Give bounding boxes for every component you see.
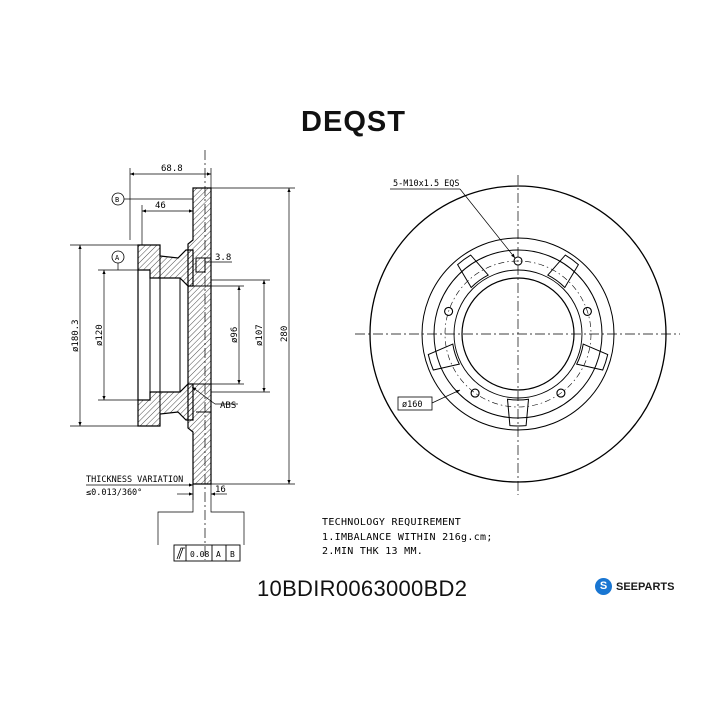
bolt-hole — [444, 306, 454, 316]
tolerance-ref-b: B — [230, 550, 235, 559]
tech-requirement-line-1: 1.IMBALANCE WITHIN 216g.cm; — [322, 532, 493, 543]
hat-outer — [433, 249, 603, 419]
bolt-hole — [513, 256, 523, 266]
brand-logo-text: DEQST — [301, 106, 406, 138]
datum-a-label: A — [115, 254, 120, 262]
tech-requirement-line-2: 2.MIN THK 13 MM. — [322, 546, 424, 557]
dim-68-8: 68.8 — [161, 164, 183, 174]
brand-logo: DEQST — [0, 106, 707, 139]
tolerance-ref-a: A — [216, 550, 221, 559]
tolerance-value: 0.08 — [190, 550, 209, 559]
hat-slot — [506, 398, 530, 427]
rotor-ring-section — [187, 187, 212, 485]
pcd-circle — [444, 260, 592, 408]
footer-brand-text: SEEPARTS — [616, 580, 675, 593]
rotor-outer-edge — [369, 185, 667, 483]
dim-280: 280 — [280, 326, 290, 342]
thickness-variation-label: THICKNESS VARIATION — [86, 475, 183, 485]
dim-16: 16 — [215, 485, 226, 495]
bolt-hole — [582, 306, 592, 316]
dia-120: ø120 — [95, 324, 105, 346]
thickness-variation-value: ≤0.013/360° — [86, 488, 142, 498]
bolt-hole — [470, 388, 480, 398]
bolt-pattern-label: 5-M10x1.5 EQS — [393, 179, 460, 189]
footer-logo: S SEEPARTS — [595, 578, 674, 595]
side-view: 68.8 46 B A 3.8 ø180.3 ø120 ø96 — [70, 150, 295, 562]
dim-3-8: 3.8 — [215, 253, 231, 263]
dia-96: ø96 — [230, 327, 240, 343]
dia-180-3: ø180.3 — [71, 319, 81, 352]
tech-requirement-title: TECHNOLOGY REQUIREMENT — [322, 517, 462, 528]
total-runout-icon — [176, 547, 185, 560]
datum-b-label: B — [115, 196, 119, 204]
hat-slot — [547, 254, 580, 289]
hat-slot — [575, 343, 609, 371]
front-view: 5-M10x1.5 EQS ø160 — [355, 175, 680, 495]
dim-46: 46 — [155, 201, 166, 211]
part-number: 10BDIR0063000BD2 — [257, 576, 468, 601]
pcd-label: ø160 — [402, 400, 422, 410]
bolt-hole — [556, 388, 566, 398]
abs-label: ABS — [220, 401, 236, 411]
center-bore — [461, 277, 575, 391]
hat-slot — [427, 343, 461, 371]
friction-inner-edge — [421, 237, 615, 431]
seeparts-logo-icon: S — [595, 578, 612, 595]
hat-upper-section — [137, 244, 194, 287]
hat-lower-section — [137, 383, 194, 427]
dia-107: ø107 — [255, 324, 265, 346]
hat-slot — [456, 254, 489, 289]
